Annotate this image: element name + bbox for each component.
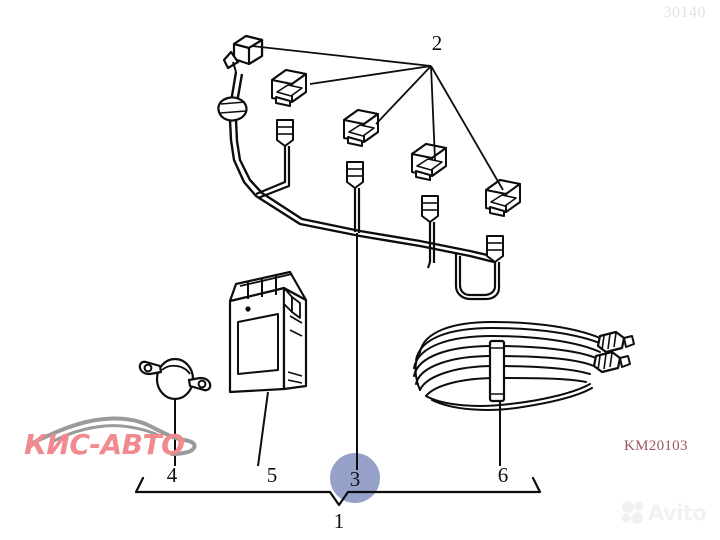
marketplace-watermark: Avito — [620, 500, 716, 528]
assembly-grouping-bracket — [134, 476, 542, 507]
car-silhouette-icon — [28, 416, 197, 456]
cable-tie-wrap — [488, 339, 506, 403]
callout-label-2: 2 — [432, 31, 443, 55]
part-wiring-harness — [217, 34, 521, 301]
callout-label-6: 6 — [498, 463, 509, 487]
callout-label-1: 1 — [334, 509, 345, 533]
harness-plug-2 — [343, 109, 379, 147]
callout-2-leader-lines — [251, 45, 504, 191]
marketplace-watermark-text: Avito — [648, 501, 707, 525]
harness-main-plug — [222, 34, 264, 73]
dealer-watermark-text: КИС-АВТО — [24, 428, 185, 461]
harness-plug-3 — [411, 143, 447, 181]
harness-barrel-sensor-a — [255, 119, 294, 200]
harness-barrel-sensor-c — [421, 195, 439, 269]
harness-barrel-sensor-d — [454, 235, 504, 301]
sheet-number: 30140 — [663, 4, 706, 21]
part-coiled-cable — [413, 321, 635, 411]
avito-logo-icon — [621, 501, 644, 524]
harness-plug-4 — [485, 179, 521, 217]
callout-label-4: 4 — [167, 463, 178, 487]
part-control-module — [228, 270, 308, 394]
callout-leader-lines — [174, 233, 501, 470]
callout-label-5: 5 — [267, 463, 278, 487]
cable-end-connectors — [592, 330, 635, 374]
dealer-watermark: КИС-АВТО — [22, 398, 207, 468]
harness-grommet — [217, 96, 248, 122]
part-mounting-bracket — [138, 357, 212, 401]
part-code-label: KM20103 — [624, 438, 688, 454]
callout-label-3: 3 — [350, 467, 361, 491]
callout-highlight-circle — [330, 453, 380, 503]
harness-barrel-sensor-b — [346, 161, 364, 233]
harness-plug-1 — [271, 69, 307, 107]
